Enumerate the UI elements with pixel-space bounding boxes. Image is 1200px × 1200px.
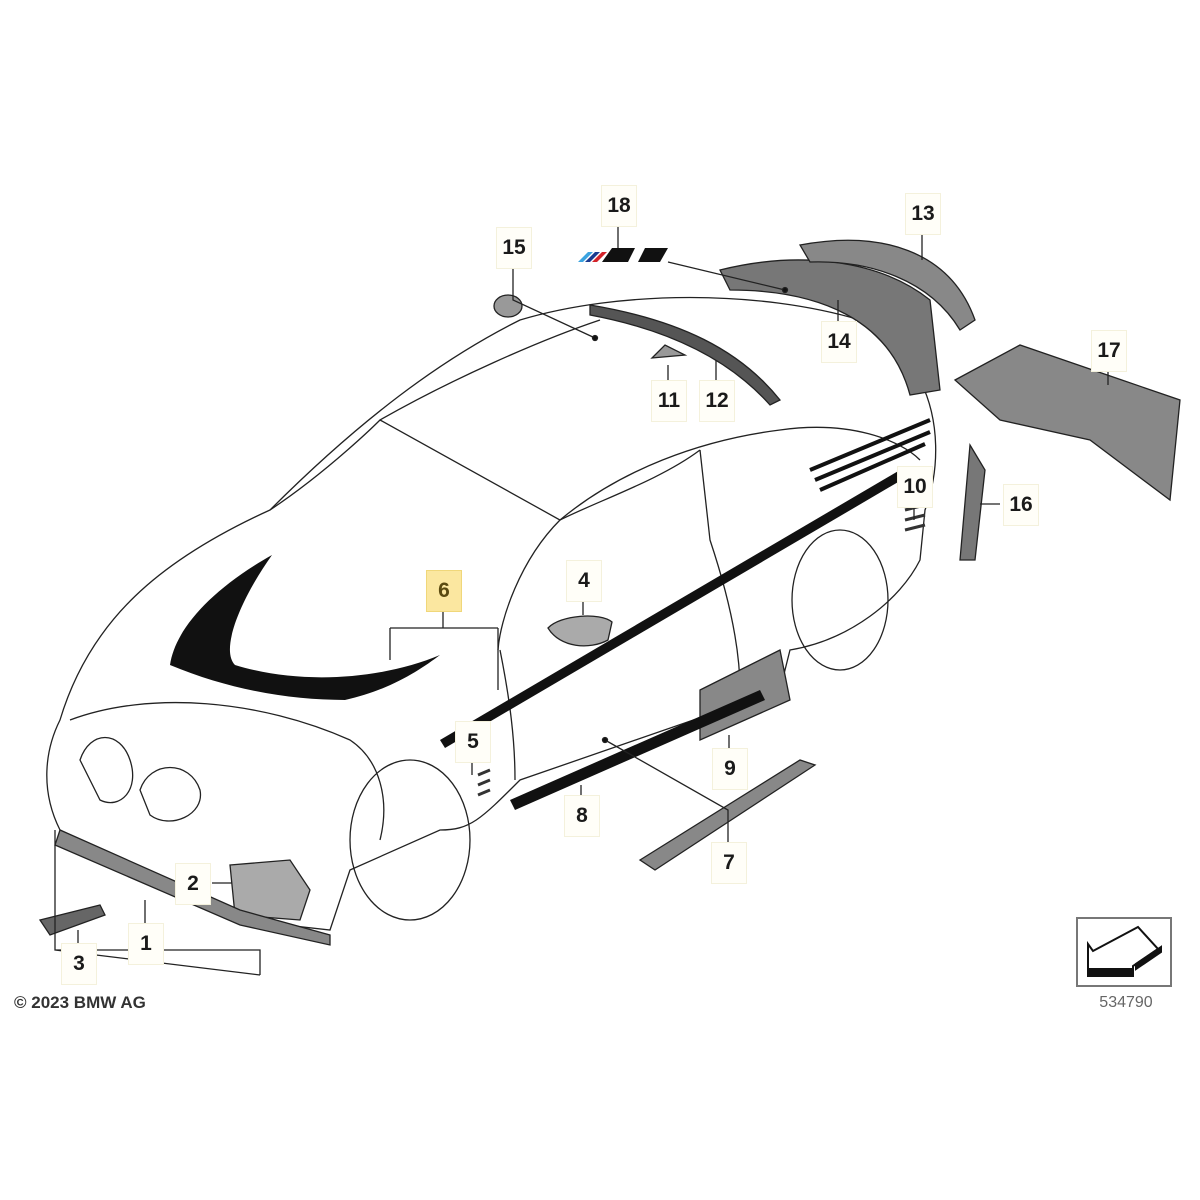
part-3-clip <box>38 904 106 936</box>
part-10-vents <box>904 503 926 532</box>
side-stripe <box>440 470 905 748</box>
leader-lines <box>54 225 1109 976</box>
part-15-cap <box>493 294 523 318</box>
part-11-fin <box>650 344 688 359</box>
part-8-sill-stripe <box>510 690 765 810</box>
diagram-reference-number: 534790 <box>1099 994 1153 1011</box>
hood-line <box>69 701 385 841</box>
car-body-outline <box>46 296 937 931</box>
callout-11[interactable]: 11 <box>651 380 687 422</box>
callout-18[interactable]: 18 <box>601 185 637 227</box>
callout-4[interactable]: 4 <box>566 560 602 602</box>
callout-1[interactable]: 1 <box>128 923 164 965</box>
callout-8[interactable]: 8 <box>564 795 600 837</box>
grille <box>79 736 202 822</box>
callout-5[interactable]: 5 <box>455 721 491 763</box>
callout-16[interactable]: 16 <box>1003 484 1039 526</box>
part-17-diffuser <box>953 344 1181 502</box>
callout-6-highlighted[interactable]: 6 <box>426 570 462 612</box>
leader-dot <box>781 286 789 294</box>
callout-13[interactable]: 13 <box>905 193 941 235</box>
front-wheel <box>349 759 471 921</box>
m2-badge-logo <box>578 248 668 262</box>
leader-dot <box>591 334 599 342</box>
part-14-spoiler <box>719 259 941 396</box>
part-16-trim <box>959 442 986 561</box>
callout-2[interactable]: 2 <box>175 863 211 905</box>
copyright-text: © 2023 BMW AG <box>14 993 146 1012</box>
rear-wheel <box>791 529 889 671</box>
callout-3[interactable]: 3 <box>61 943 97 985</box>
rear-side-stripes <box>809 418 931 492</box>
callout-9[interactable]: 9 <box>712 748 748 790</box>
view-direction-arrow <box>1087 925 1162 977</box>
part-13-wing <box>798 239 976 331</box>
leader-dot <box>601 736 609 744</box>
callout-17[interactable]: 17 <box>1091 330 1127 372</box>
callout-15[interactable]: 15 <box>496 227 532 269</box>
hood-stripe <box>170 555 440 700</box>
roof-line <box>379 319 921 521</box>
callout-10[interactable]: 10 <box>897 466 933 508</box>
callout-12[interactable]: 12 <box>699 380 735 422</box>
callout-14[interactable]: 14 <box>821 321 857 363</box>
view-direction-icon <box>1076 917 1172 987</box>
callout-7[interactable]: 7 <box>711 842 747 884</box>
part-12-roof-strip <box>589 304 782 406</box>
part-4-mirror <box>547 615 613 647</box>
part-2-air-intake <box>229 859 311 921</box>
windshield-line <box>269 419 562 651</box>
part-5-vents <box>477 768 491 797</box>
part-9-sill-trim <box>699 649 791 742</box>
